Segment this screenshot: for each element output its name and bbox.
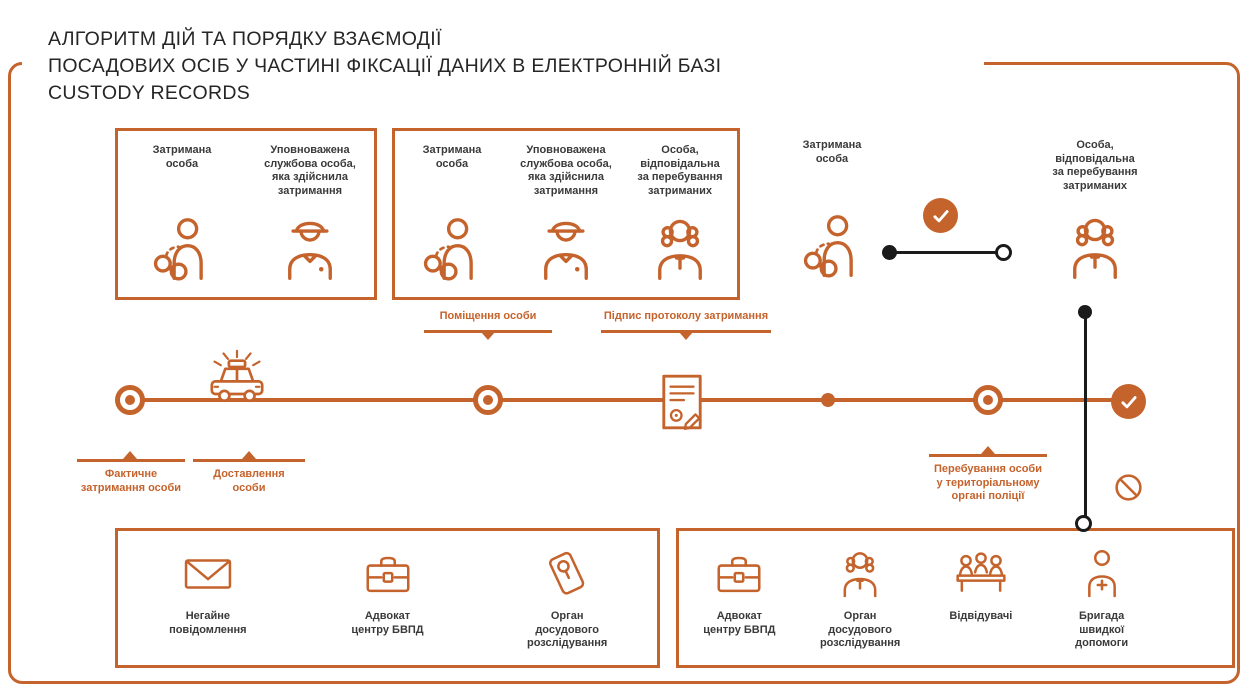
item-label: Відвідувачі <box>949 610 1013 622</box>
envelope-icon <box>180 547 236 601</box>
actor-detained-person: Затримана особа <box>395 131 509 297</box>
actor-police-officer: Уповноважена службова особа, яка здійсни… <box>509 131 623 297</box>
item-label: Негайне повідомлення <box>169 610 247 636</box>
callout-pointer <box>981 446 995 454</box>
callout-bracket <box>193 459 305 462</box>
actor-label: Особа, відповідальна за перебування затр… <box>1052 139 1138 192</box>
visitors-icon <box>951 547 1011 601</box>
callout-delivery: Доставлення особи <box>213 468 285 494</box>
item-label: Бригада швидкої допомоги <box>1075 610 1129 649</box>
connector-start-dot <box>882 245 897 260</box>
actors-box-pre-arrival: Затримана особа Уповноважена службова ос… <box>115 128 377 300</box>
briefcase-icon <box>711 547 767 601</box>
item-label: Адвокат центру БВПД <box>351 610 424 636</box>
callout-bracket <box>77 459 185 462</box>
connector-end-circle <box>995 244 1012 261</box>
timeline-node-placement <box>473 385 503 415</box>
callout-pointer <box>481 332 495 340</box>
seal-icon <box>539 547 595 601</box>
list-item: Негайне повідомлення <box>118 531 298 665</box>
judge-icon <box>644 213 716 285</box>
page-title: АЛГОРИТМ ДІЙ ТА ПОРЯДКУ ВЗАЄМОДІЇ ПОСАДО… <box>48 28 722 104</box>
vertical-connector-end-circle <box>1075 515 1092 532</box>
list-item: Адвокат центру БВПД <box>679 531 800 665</box>
handover-connector-line <box>889 251 1001 254</box>
judge-icon <box>832 547 888 601</box>
actor-custodian: Особа, відповідальна за перебування затр… <box>623 131 737 297</box>
briefcase-icon <box>360 547 416 601</box>
callout-actual-detention: Фактичне затримання особи <box>80 468 182 494</box>
vertical-connector-line <box>1084 311 1087 523</box>
list-item: Адвокат центру БВПД <box>298 531 478 665</box>
list-item: Бригада швидкої допомоги <box>1041 531 1162 665</box>
timeline-node-detention <box>115 385 145 415</box>
frame-title-gap <box>22 57 984 69</box>
actor-label: Затримана особа <box>802 139 862 165</box>
callout-protocol-signature: Підпис протоколу затримання <box>603 310 769 322</box>
actor-detained-person: Затримана особа <box>118 131 246 297</box>
callout-bracket <box>601 330 771 333</box>
actor-label: Уповноважена службова особа, яка здійсни… <box>520 144 612 197</box>
prohibition-icon <box>1112 471 1145 504</box>
callout-pointer <box>242 451 256 459</box>
check-icon <box>923 198 958 233</box>
actor-label: Затримана особа <box>422 144 482 170</box>
detained-person-icon <box>796 210 868 282</box>
item-label: Орган досудового розслідування <box>527 610 608 649</box>
actor-label: Затримана особа <box>152 144 212 170</box>
police-officer-icon <box>530 213 602 285</box>
callout-stay-police: Перебування особи у територіальному орга… <box>934 463 1042 502</box>
notification-box: Негайне повідомлення Адвокат центру БВПД… <box>115 528 660 668</box>
check-icon <box>1111 384 1146 419</box>
list-item: Відвідувачі <box>921 531 1042 665</box>
vertical-connector-start-dot <box>1078 305 1092 319</box>
police-car-icon <box>201 347 273 405</box>
medic-icon <box>1074 547 1130 601</box>
callout-bracket <box>424 330 552 333</box>
timeline-node-stay <box>973 385 1003 415</box>
list-item: Орган досудового розслідування <box>800 531 921 665</box>
protocol-document-icon <box>659 371 705 433</box>
timeline-line <box>130 398 1130 402</box>
list-item: Орган досудового розслідування <box>477 531 657 665</box>
callout-bracket <box>929 454 1047 457</box>
timeline-dot <box>821 393 835 407</box>
detained-person-icon <box>146 213 218 285</box>
judge-icon <box>1059 212 1131 284</box>
callout-placement: Поміщення особи <box>439 310 537 322</box>
actor-label: Особа, відповідальна за перебування затр… <box>637 144 723 197</box>
item-label: Орган досудового розслідування <box>819 610 901 649</box>
detained-person-icon <box>416 213 488 285</box>
actor-police-officer: Уповноважена службова особа, яка здійсни… <box>246 131 374 297</box>
callout-pointer <box>679 332 693 340</box>
facility-box: Адвокат центру БВПД Орган досудового роз… <box>676 528 1235 668</box>
actors-box-placement: Затримана особа Уповноважена службова ос… <box>392 128 740 300</box>
callout-pointer <box>123 451 137 459</box>
actor-label: Уповноважена службова особа, яка здійсни… <box>264 144 356 197</box>
police-officer-icon <box>274 213 346 285</box>
item-label: Адвокат центру БВПД <box>703 610 776 636</box>
